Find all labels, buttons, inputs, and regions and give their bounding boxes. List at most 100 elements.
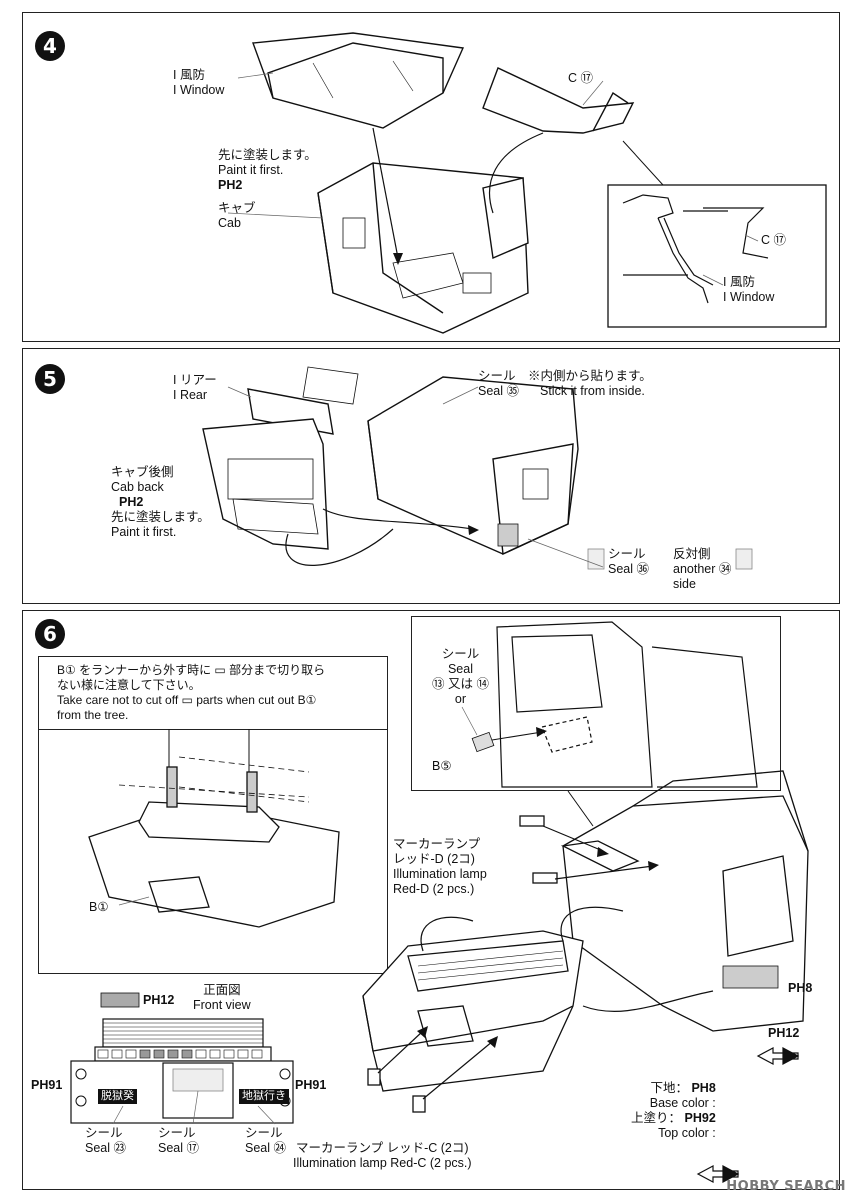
- rear-label: I リアー I Rear: [173, 373, 217, 403]
- seal13-14-label: シール Seal ⑬ 又は ⑭ or: [432, 647, 489, 707]
- plate-right: 地獄行き: [239, 1089, 289, 1104]
- seal13-en: Seal: [447, 662, 473, 676]
- cab-back-label: キャブ後側 Cab back PH2 先に塗装します。 Paint it fir…: [111, 465, 210, 540]
- seal23-jp: シール: [85, 1126, 123, 1140]
- cab-en: Cab: [218, 216, 241, 230]
- b5-label: B⑤: [432, 759, 452, 773]
- step-badge: 5: [35, 364, 65, 394]
- caution-en1: Take care not to cut off ▭ parts when cu…: [57, 693, 317, 707]
- seal-detail-box: シール Seal ⑬ 又は ⑭ or B⑤: [411, 616, 781, 791]
- rear-jp: I リアー: [173, 373, 217, 387]
- plate-left: 脱獄癸: [98, 1089, 137, 1104]
- marker-c-jp: マーカーランプ レッド-C (2コ): [296, 1141, 469, 1155]
- inside-note-jp: ※内側から貼ります。: [528, 369, 652, 383]
- front-view-jp: 正面図: [203, 983, 241, 997]
- step-6-panel: 6 B① をランナーから外す時に ▭ 部分まで切り取ら ない様に注意して下さい。…: [22, 610, 840, 1190]
- top-code: PH92: [684, 1111, 716, 1125]
- base-code: PH8: [691, 1081, 716, 1095]
- marker-d-en2: Red-D (2 pcs.): [393, 882, 475, 896]
- seal35-num: ㉟: [506, 384, 520, 398]
- cab-back-jp: キャブ後側: [111, 465, 174, 479]
- seal35-label: シール Seal ㉟: [478, 369, 519, 399]
- seal36-label: シール Seal ㊱: [608, 547, 649, 577]
- other-side-en1: another: [673, 562, 716, 576]
- ph8-label: PH8: [788, 981, 813, 995]
- seal17-jp: シール: [158, 1126, 196, 1140]
- front-view-label: 正面図 Front view: [193, 983, 251, 1013]
- base-jp: 下地：: [650, 1081, 688, 1095]
- cab-jp: キャブ: [218, 201, 256, 215]
- step-5-illustration: [202, 366, 753, 570]
- part-c17-label: C ⑰: [568, 71, 594, 85]
- window-label: I 風防 I Window: [173, 68, 224, 98]
- marker-d-label: マーカーランプ レッド-D (2コ) Illumination lamp Red…: [393, 837, 487, 897]
- detail-window-en: I Window: [723, 290, 775, 304]
- seal23-num: ㉓: [113, 1141, 127, 1155]
- seal24-en: Seal: [245, 1141, 271, 1155]
- detail-window-jp: I 風防: [723, 275, 755, 289]
- base-en: Base color :: [649, 1096, 716, 1110]
- marker-d-en1: Illumination lamp: [393, 867, 487, 881]
- other-side-jp: 反対側: [673, 547, 711, 561]
- seal34-num: ㉞: [718, 562, 732, 576]
- window-label-jp: I 風防: [173, 68, 205, 82]
- step-4-panel: 4: [22, 12, 840, 342]
- step-5-panel: 5 I リアー I Re: [22, 348, 840, 604]
- detail-window-label: I 風防 I Window: [723, 275, 774, 305]
- seal24-jp: シール: [245, 1126, 283, 1140]
- cab-back-paint-first-jp: 先に塗装します。: [111, 510, 210, 524]
- seal13-jp: シール: [441, 647, 480, 661]
- ph12-swatch-label: PH12: [143, 993, 175, 1007]
- cab-back-paint-code: PH2: [119, 495, 144, 509]
- seal23-label: シール Seal ㉓: [85, 1126, 126, 1156]
- step-6-illustration: [70, 770, 809, 1183]
- step-badge: 4: [35, 31, 65, 61]
- seal36-num: ㊱: [636, 562, 650, 576]
- cab-label: キャブ Cab: [218, 201, 256, 231]
- rear-en: I Rear: [173, 388, 208, 402]
- seal35-jp: シール: [478, 369, 516, 383]
- step-4-illustration: [227, 32, 827, 334]
- ph91-right: PH91: [295, 1078, 327, 1092]
- seal24-num: ㉔: [273, 1141, 287, 1155]
- seal17-en: Seal: [158, 1141, 184, 1155]
- watermark: HOBBY SEARCH: [726, 1179, 846, 1194]
- inside-note-en: Stick it from inside.: [540, 384, 645, 398]
- cab-back-paint-first-en: Paint it first.: [111, 525, 177, 539]
- paint-first-jp: 先に塗装します。: [218, 148, 317, 162]
- seal36-jp: シール: [608, 547, 646, 561]
- window-label-en: I Window: [173, 83, 225, 97]
- marker-d-jp2: レッド-D (2コ): [393, 852, 475, 866]
- seal-detail-illustration: [461, 621, 758, 788]
- detail-c17-label: C ⑰: [761, 233, 787, 247]
- paint-legend: 下地： PH8 Base color : 上塗り： PH92 Top color…: [631, 1081, 716, 1141]
- marker-c-en: Illumination lamp Red-C (2 pcs.): [293, 1156, 472, 1170]
- paint-first-en: Paint it first.: [218, 163, 284, 177]
- seal17-label: シール Seal ⑰: [158, 1126, 199, 1156]
- ph12-label: PH12: [768, 1026, 800, 1040]
- seal17-num: ⑰: [186, 1141, 200, 1155]
- marker-c-label: マーカーランプ レッド-C (2コ) Illumination lamp Red…: [293, 1141, 472, 1171]
- b1-label: B①: [89, 900, 109, 914]
- paint-first-label: 先に塗装します。 Paint it first. PH2: [218, 148, 317, 193]
- front-view-en: Front view: [193, 998, 251, 1012]
- top-jp: 上塗り：: [631, 1111, 682, 1125]
- caution-jp2: ない様に注意して下さい。: [57, 678, 201, 692]
- step-badge: 6: [35, 619, 65, 649]
- caution-en2: from the tree.: [57, 708, 129, 722]
- seal36-en: Seal: [608, 562, 634, 576]
- b1-detail-illustration: [88, 729, 340, 928]
- paint-code: PH2: [218, 178, 243, 192]
- other-side-en2: side: [673, 577, 696, 591]
- seal35-en: Seal: [478, 384, 504, 398]
- seal13-or-en: or: [454, 692, 467, 706]
- inside-note: ※内側から貼ります。 Stick it from inside.: [528, 369, 652, 399]
- ph91-left: PH91: [31, 1078, 63, 1092]
- seal23-en: Seal: [85, 1141, 111, 1155]
- other-side-label: 反対側 another ㉞ side: [673, 547, 731, 592]
- marker-d-jp: マーカーランプ: [393, 837, 481, 851]
- caution-divider: [39, 729, 387, 730]
- top-en: Top color :: [658, 1126, 716, 1140]
- b1-caution-box: B① をランナーから外す時に ▭ 部分まで切り取ら ない様に注意して下さい。 T…: [38, 656, 388, 974]
- cab-back-en: Cab back: [111, 480, 164, 494]
